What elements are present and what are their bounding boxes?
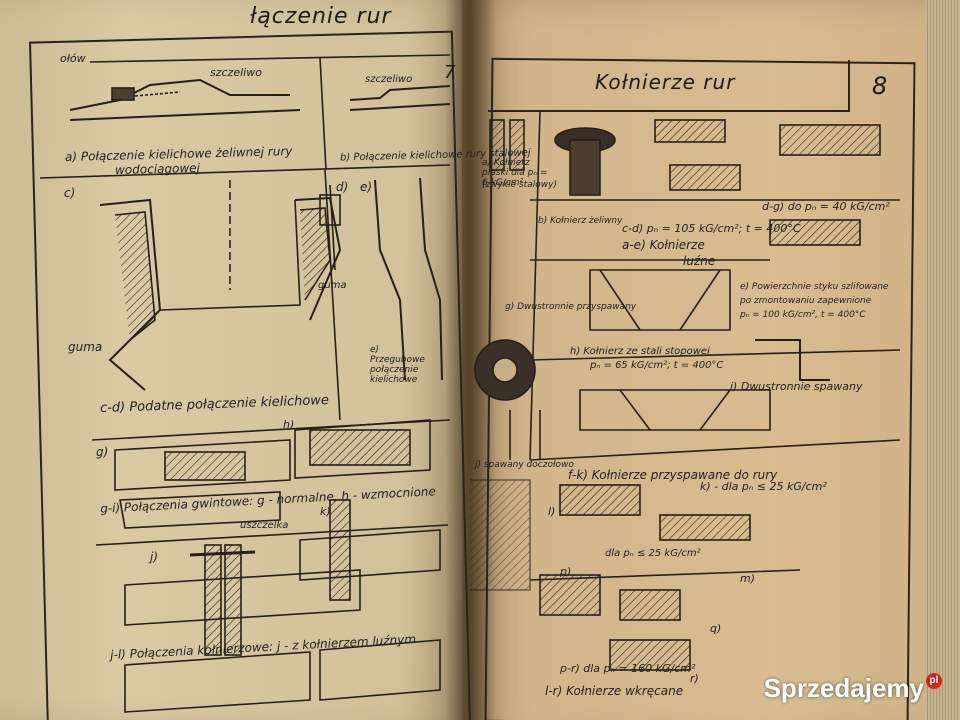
caption-szczeliwo: szczeliwo bbox=[210, 66, 262, 79]
caption-flat-flange-2: (zwykle stalowy) bbox=[482, 180, 557, 190]
label-k: k) bbox=[320, 505, 331, 518]
caption-uszczelka: uszczelka bbox=[240, 520, 289, 531]
caption-ae: a-e) Kołnierze bbox=[622, 238, 705, 252]
caption-dg: d-g) do pₙ = 40 kG/cm² bbox=[762, 200, 890, 213]
caption-guma-2: guma bbox=[318, 280, 347, 291]
caption-cd-right: c-d) pₙ = 105 kG/cm²; t = 400°C bbox=[622, 222, 801, 235]
right-page-number: 8 bbox=[872, 72, 888, 100]
caption-olow: ołów bbox=[60, 52, 86, 65]
caption-szczeliwo-b: szczeliwo bbox=[365, 74, 413, 85]
left-page-title: łączenie rur bbox=[250, 4, 392, 29]
label-p-right: p) bbox=[560, 565, 572, 578]
label-e: e) bbox=[360, 180, 373, 194]
caption-dwustronnie: g) Dwustronnie przyspawany bbox=[505, 302, 637, 312]
caption-pr: p-r) dla pₙ = 160 kG/cm² bbox=[560, 662, 696, 675]
label-h: h) bbox=[283, 418, 295, 431]
caption-guma: guma bbox=[68, 340, 103, 354]
left-page-number: 7 bbox=[444, 62, 456, 83]
watermark-text: Sprzedajemy bbox=[763, 673, 924, 703]
caption-e-surface-2: po zmontowaniu zapewnione bbox=[740, 296, 872, 306]
caption-i-right: i) Dwustronnie spawany bbox=[730, 380, 863, 393]
left-technical-drawings bbox=[39, 54, 451, 713]
caption-k-right: k) - dla pₙ ≤ 25 kG/cm² bbox=[700, 480, 827, 493]
caption-cast-flange: b) Kołnierz żeliwny bbox=[538, 216, 623, 226]
label-j: j) bbox=[150, 550, 159, 564]
label-q-right: q) bbox=[710, 622, 722, 635]
caption-fk: f-k) Kołnierze przyspawane do rury bbox=[568, 468, 778, 482]
caption-a2: wodociągowej bbox=[114, 160, 201, 178]
right-title-box bbox=[488, 60, 850, 112]
caption-przegubowe: e) Przegubowe połączenie kielichowe bbox=[370, 345, 425, 385]
label-g: g) bbox=[96, 445, 109, 459]
caption-spawany: j) spawany doczołowo bbox=[475, 460, 574, 470]
caption-dla25: dla pₙ ≤ 25 kG/cm² bbox=[605, 548, 701, 559]
caption-e-surface: e) Powierzchnie styku szlifowane bbox=[740, 282, 889, 292]
label-l-right: l) bbox=[548, 505, 556, 518]
label-d: d) bbox=[336, 180, 349, 194]
caption-flat-flange: a) Kołnierz płaski dla pₙ = 6 kG/cm² bbox=[482, 158, 548, 188]
caption-e-surface-3: pₙ = 100 kG/cm², t = 400°C bbox=[740, 310, 866, 320]
caption-lr: l-r) Kołnierze wkręcane bbox=[545, 684, 684, 698]
label-m-right: m) bbox=[740, 572, 756, 585]
label-r-right: r) bbox=[690, 672, 699, 685]
label-c: c) bbox=[64, 186, 76, 200]
right-page-title: Kołnierze rur bbox=[595, 70, 736, 94]
caption-h2-right: pₙ = 65 kG/cm²; t = 400°C bbox=[590, 360, 724, 371]
caption-luzne: luźne bbox=[683, 254, 716, 268]
watermark-pl-badge: pl bbox=[926, 673, 942, 689]
right-technical-drawings bbox=[470, 110, 901, 671]
caption-h-right: h) Kołnierz ze stali stopowej bbox=[570, 346, 710, 357]
page-edges bbox=[925, 0, 960, 720]
